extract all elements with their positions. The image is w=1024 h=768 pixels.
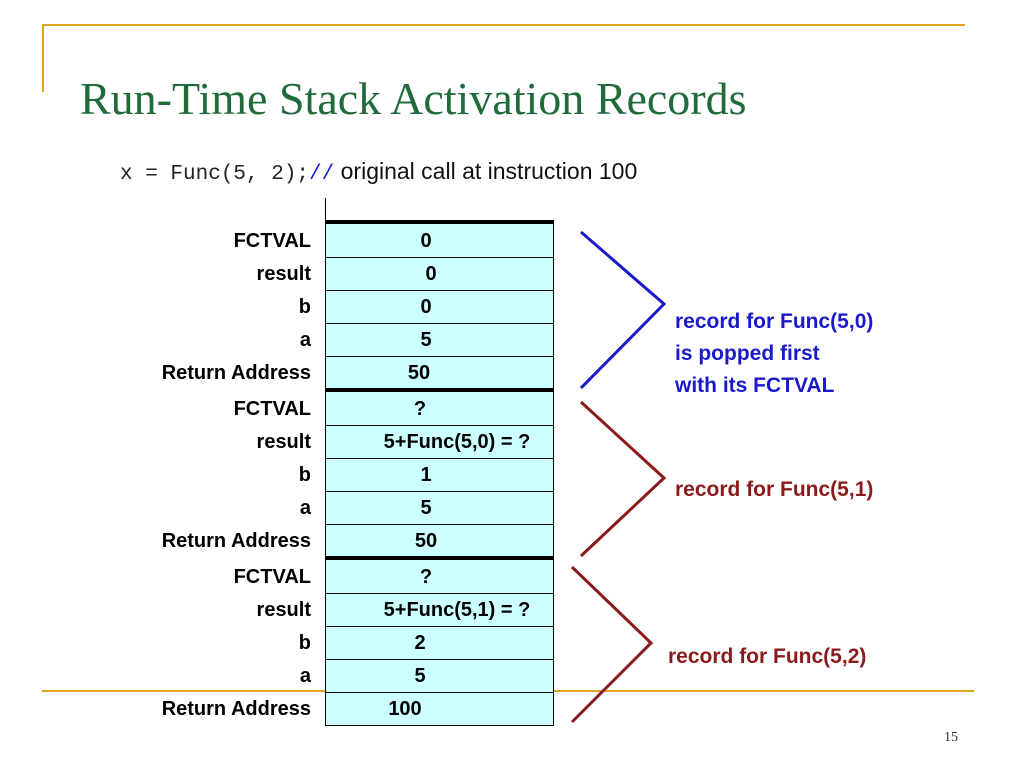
stack-cell (325, 257, 554, 290)
cell-divider (325, 257, 554, 258)
field-value: 100 (388, 698, 422, 720)
field-value: ? (413, 398, 427, 420)
field-label: FCTVAL (233, 230, 311, 252)
field-label: b (298, 296, 311, 318)
comment-text: original call at instruction 100 (334, 158, 638, 184)
field-value: 0 (420, 230, 432, 252)
record-label: record for Func(5,1) (675, 474, 873, 506)
code-statement: x = Func(5, 2); (120, 163, 310, 186)
field-label: result (256, 599, 311, 621)
stack-cell (325, 224, 554, 257)
cell-divider (325, 290, 554, 291)
cell-divider (325, 626, 554, 627)
stack-bottom-line (325, 725, 554, 726)
stack-cell (325, 524, 554, 557)
stack-cell (325, 560, 554, 593)
cell-divider (325, 524, 554, 525)
stack-cell (325, 593, 554, 626)
record-label-line: record for Func(5,2) (668, 645, 867, 668)
cell-divider (325, 323, 554, 324)
field-value: 0 (425, 263, 437, 285)
cell-divider (325, 458, 554, 459)
comment-marker: // (309, 163, 335, 186)
record-label-line: record for Func(5,1) (675, 478, 874, 501)
code-line: x = Func(5, 2);// original call at instr… (120, 158, 638, 186)
field-label: result (256, 263, 311, 285)
field-value: 5+Func(5,0) = ? (383, 431, 531, 453)
field-value: 50 (407, 362, 431, 384)
field-value: 2 (414, 632, 426, 654)
stack-cell (325, 290, 554, 323)
stack-cell (325, 626, 554, 659)
record-brace (579, 400, 667, 558)
stack-cell (325, 323, 554, 356)
cell-divider (325, 491, 554, 492)
record-label-line: record for Func(5,0) (675, 310, 874, 333)
cell-divider (325, 692, 554, 693)
stack-cell (325, 659, 554, 692)
stack-top-line (325, 198, 326, 220)
field-value: 5+Func(5,1) = ? (383, 599, 531, 621)
cell-divider (325, 356, 554, 357)
cell-divider (325, 659, 554, 660)
field-label: Return Address (161, 530, 311, 552)
stack-cell (325, 425, 554, 458)
record-label: record for Func(5,0) is popped first with … (675, 306, 873, 402)
field-value: 5 (414, 665, 426, 687)
left-decorative-line (42, 24, 44, 92)
stack-cell (325, 392, 554, 425)
field-value: 1 (420, 464, 432, 486)
cell-divider (325, 593, 554, 594)
field-value: 50 (414, 530, 438, 552)
field-label: a (299, 329, 311, 351)
field-value: 5 (420, 497, 432, 519)
field-value: 5 (420, 329, 432, 351)
field-label: FCTVAL (233, 398, 311, 420)
stack-cell (325, 356, 554, 389)
record-label: record for Func(5,2) (668, 641, 866, 673)
field-label: FCTVAL (233, 566, 311, 588)
top-decorative-line (42, 24, 965, 26)
field-value: ? (419, 566, 433, 588)
stack-cell (325, 458, 554, 491)
field-label: Return Address (161, 362, 311, 384)
field-label: result (256, 431, 311, 453)
record-brace (579, 230, 667, 390)
cell-divider (325, 425, 554, 426)
record-separator (325, 388, 554, 392)
record-brace (570, 565, 654, 724)
record-separator (325, 556, 554, 560)
record-label-line: is popped first (675, 342, 820, 365)
stack-cell (325, 491, 554, 524)
field-label: a (299, 665, 311, 687)
field-label: b (298, 464, 311, 486)
page-number: 15 (944, 730, 958, 745)
field-label: b (298, 632, 311, 654)
slide-title: Run-Time Stack Activation Records (80, 73, 747, 124)
field-value: 0 (420, 296, 432, 318)
field-label: Return Address (161, 698, 311, 720)
record-label-line: with its FCTVAL (675, 374, 835, 397)
stack-cell (325, 692, 554, 725)
field-label: a (299, 497, 311, 519)
record-separator (325, 220, 554, 224)
